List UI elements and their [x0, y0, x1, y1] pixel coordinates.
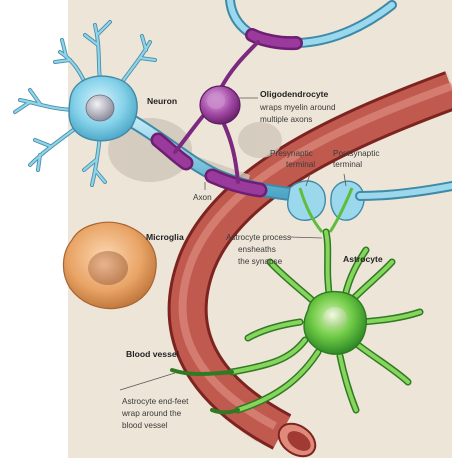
- label-astrocyte-process-2: ensheaths: [238, 245, 276, 254]
- label-astrocyte-process-1: Astrocyte process: [226, 233, 291, 242]
- label-microglia: Microglia: [146, 232, 184, 242]
- label-end-feet-2: wrap around the: [121, 409, 182, 418]
- myelin-sheaths: [150, 132, 268, 198]
- astrocyte-end-feet: [170, 368, 240, 415]
- label-axon: Axon: [193, 193, 212, 202]
- label-end-feet-1: Astrocyte end-feet: [122, 397, 189, 406]
- label-presynaptic-2: terminal: [286, 160, 315, 169]
- label-oligodendrocyte-desc-2: multiple axons: [260, 115, 312, 124]
- background-panel-left: [0, 190, 68, 458]
- leader-lines: [119, 97, 347, 391]
- synapse: [287, 180, 452, 233]
- blood-vessel-opening: [277, 422, 317, 458]
- label-postsynaptic-2: terminal: [333, 160, 362, 169]
- label-astrocyte: Astrocyte: [343, 254, 383, 264]
- label-blood-vessel: Blood vessel: [126, 349, 179, 359]
- upper-axon: [225, 0, 397, 51]
- label-postsynaptic-1: Postsynaptic: [333, 149, 379, 158]
- microglia: [62, 221, 157, 310]
- oligodendrocyte: [199, 85, 241, 125]
- blood-vessel: [167, 71, 452, 458]
- label-oligodendrocyte: Oligodendrocyte: [260, 89, 329, 99]
- presynaptic-terminal: [287, 180, 326, 221]
- neuron: [68, 75, 138, 142]
- label-end-feet-3: blood vessel: [122, 421, 168, 430]
- label-presynaptic-1: Presynaptic: [270, 149, 313, 158]
- label-astrocyte-process-3: the synapse: [238, 257, 283, 266]
- neuron-dendrites-fill: [13, 20, 157, 187]
- label-neuron: Neuron: [147, 96, 177, 106]
- label-oligodendrocyte-desc-1: wraps myelin around: [259, 103, 336, 112]
- astrocyte: [303, 290, 367, 355]
